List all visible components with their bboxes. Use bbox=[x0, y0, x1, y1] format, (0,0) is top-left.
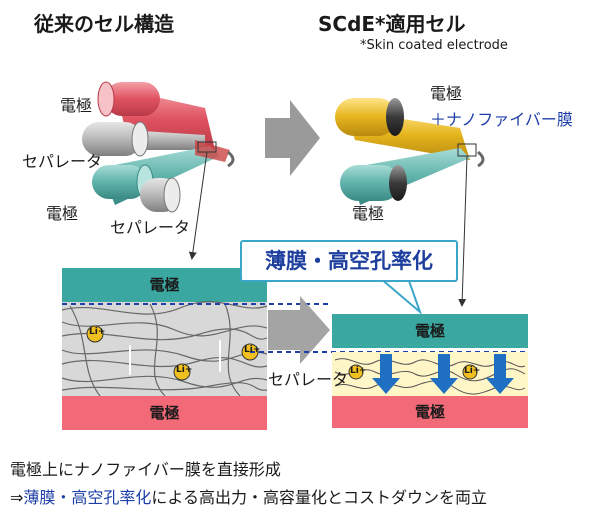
left-bottom-electrode bbox=[62, 396, 267, 430]
bottom-line-2-prefix: ⇒ bbox=[10, 488, 24, 507]
callout-pointer bbox=[377, 277, 423, 316]
left-stack bbox=[61, 268, 330, 430]
bottom-line-2: ⇒薄膜・高空孔率化による高出力・高容量化とコストダウンを両立 bbox=[10, 484, 487, 508]
left-top-electrode-label: 電極 bbox=[149, 276, 180, 294]
left-top-electrode-label-wrap: 電極 bbox=[62, 268, 267, 302]
right-ion-label-1: Li+ bbox=[350, 366, 367, 376]
left-title: 従来のセル構造 bbox=[34, 12, 174, 36]
right-roll-assembly bbox=[335, 98, 485, 307]
left-label-separator-1: セパレータ bbox=[22, 152, 103, 171]
left-top-electrode bbox=[62, 268, 267, 302]
bottom-line-2-suffix: による高出力・高容量化とコストダウンを両立 bbox=[151, 488, 487, 507]
left-label-electrode-bottom: 電極 bbox=[46, 204, 79, 223]
left-label-electrode-top: 電極 bbox=[60, 96, 93, 115]
left-label-separator-2: セパレータ bbox=[110, 218, 191, 237]
right-label-nanofiber: ＋ナノファイバー膜 bbox=[430, 110, 573, 129]
gold-roll bbox=[335, 98, 397, 136]
left-separator-band bbox=[62, 302, 267, 396]
right-bottom-electrode-label-wrap: 電極 bbox=[332, 396, 528, 428]
right-label-electrode-bottom: 電極 bbox=[352, 204, 385, 223]
gray-separator-roll bbox=[82, 122, 142, 156]
left-ion-label-1: Li+ bbox=[89, 327, 106, 337]
left-ion-label-2: Li+ bbox=[176, 365, 193, 375]
teal-roll bbox=[92, 165, 147, 199]
right-title: SCdE*適用セル bbox=[318, 12, 466, 36]
middle-separator-label: セパレータ bbox=[268, 370, 349, 389]
transition-arrow bbox=[265, 100, 320, 176]
bottom-line-2-highlight: 薄膜・高空孔率化 bbox=[23, 488, 152, 507]
right-top-electrode-label: 電極 bbox=[414, 322, 445, 340]
right-stack bbox=[250, 314, 528, 428]
right-bottom-electrode-label: 電極 bbox=[414, 403, 445, 421]
right-top-electrode-label-wrap: 電極 bbox=[332, 314, 528, 348]
left-bottom-electrode-label: 電極 bbox=[149, 404, 180, 422]
red-roll bbox=[105, 82, 160, 116]
left-bottom-electrode-label-wrap: 電極 bbox=[62, 396, 267, 430]
right-label-electrode: 電極 bbox=[430, 84, 463, 103]
footnote: *Skin coated electrode bbox=[360, 38, 508, 53]
left-roll-assembly bbox=[82, 81, 235, 260]
callout-thin-high-porosity: 薄膜・高空孔率化 bbox=[240, 240, 458, 282]
right-bottom-electrode bbox=[332, 396, 528, 428]
right-top-electrode bbox=[332, 314, 528, 348]
right-teal-roll bbox=[340, 165, 400, 201]
right-ion-label-2: Li+ bbox=[464, 366, 481, 376]
bottom-line-1: 電極上にナノファイバー膜を直接形成 bbox=[10, 460, 281, 479]
left-ion-label-3: Li+ bbox=[244, 345, 261, 355]
